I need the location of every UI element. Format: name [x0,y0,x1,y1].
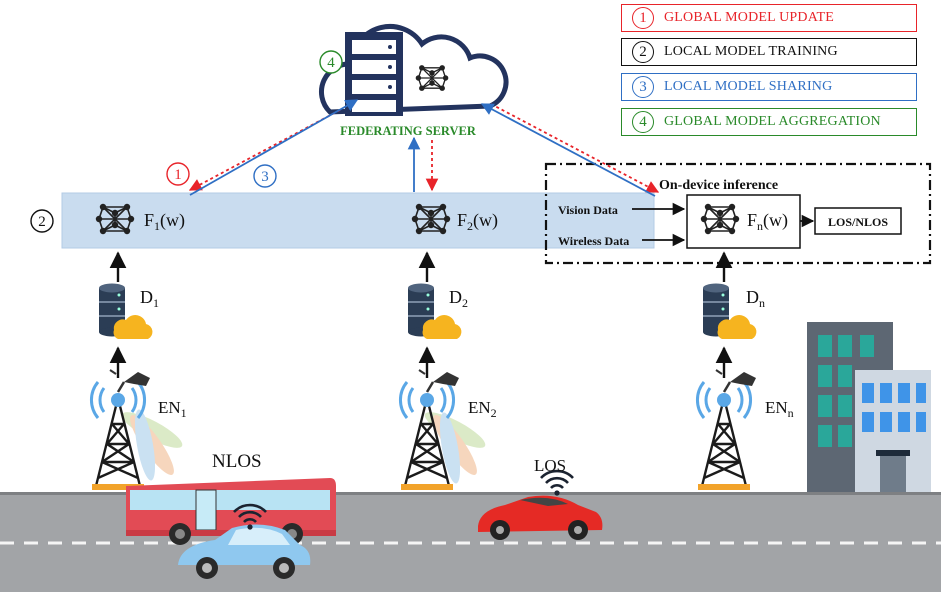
red-car-icon [478,495,603,540]
wireless-data-label: Wireless Data [558,234,629,248]
blue-car-icon [178,524,311,579]
inference-box [544,162,932,265]
dataset-1-label: D1 [140,287,159,310]
arrow-global-update-1 [188,109,341,191]
output-box [814,207,902,235]
bus-icon [126,478,336,545]
upward-arrows [109,251,733,378]
inference-title: On-device inference [659,178,778,193]
step-badge-local-sharing: 3 [253,164,277,188]
svg-text:1: 1 [174,167,182,183]
vision-data-label: Vision Data [558,203,618,217]
arrow-local-sharing-3 [480,103,656,197]
legend-number: 3 [632,76,654,98]
tower-n-icon [695,368,758,492]
model-n-icon [699,203,741,235]
legend-item-global-aggregation: 4 GLOBAL MODEL AGGREGATION [621,108,917,136]
svg-text:3: 3 [261,169,269,185]
step-badge-global-update: 1 [166,162,190,186]
edge-node-2-label: EN2 [468,398,497,420]
los-label: LOS [534,456,566,475]
legend-item-global-update: 1 GLOBAL MODEL UPDATE [621,4,917,32]
model-n-label: Fn(w) [747,210,788,233]
cloud-server-icon [318,24,509,116]
output-label: LOS/NLOS [828,215,888,229]
legend-item-local-sharing: 3 LOCAL MODEL SHARING [621,73,917,101]
model-2-label: F2(w) [457,210,498,233]
building-icon [807,322,931,492]
model-band [61,192,655,249]
dataset-2-label: D2 [449,287,468,310]
svg-text:4: 4 [327,55,335,71]
arrow-local-sharing-1 [189,99,359,196]
step-badge-server: 4 [319,50,343,74]
legend-label: GLOBAL MODEL UPDATE [664,10,834,25]
legend-number: 4 [632,111,654,133]
edge-node-1-label: EN1 [158,398,187,420]
legend-number: 1 [632,7,654,29]
legend-label: GLOBAL MODEL AGGREGATION [664,114,881,129]
legend-label: LOCAL MODEL TRAINING [664,44,838,59]
legend-label: LOCAL MODEL SHARING [664,79,833,94]
edge-node-n-label: ENn [765,398,794,420]
step-badge-local-training: 2 [30,209,54,233]
model-1-label: F1(w) [144,210,185,233]
dataset-n-label: Dn [746,287,765,310]
svg-text:2: 2 [38,214,46,230]
legend-number: 2 [632,41,654,63]
server-label: FEDERATING SERVER [340,124,477,138]
beam-icons [121,409,486,484]
nlos-label: NLOS [212,451,262,472]
legend-item-local-training: 2 LOCAL MODEL TRAINING [621,38,917,66]
arrow-global-update-3 [490,103,660,193]
